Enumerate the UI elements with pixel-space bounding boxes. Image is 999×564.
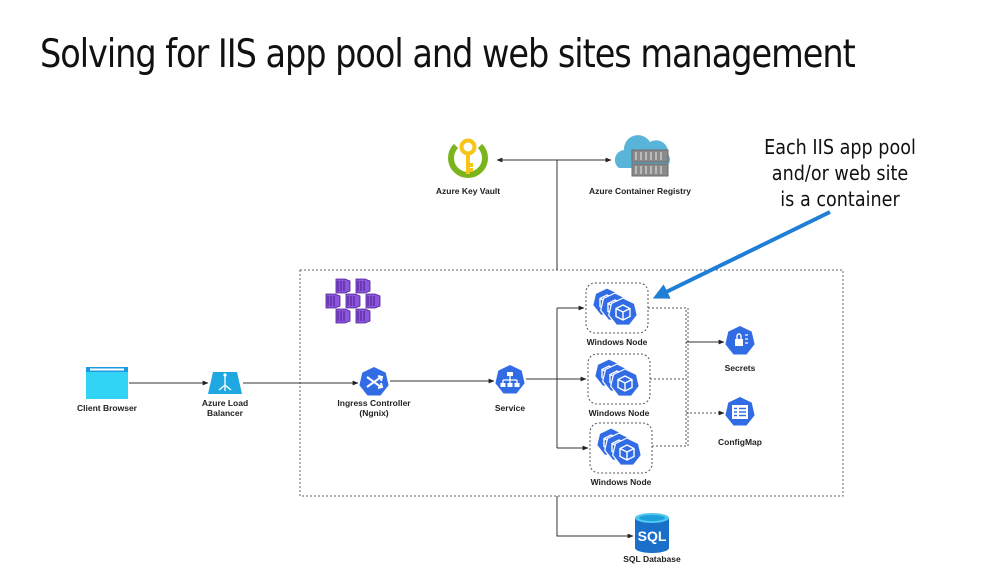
key-vault-label: Azure Key Vault bbox=[435, 186, 501, 196]
callout-line-3: is a container bbox=[780, 187, 900, 211]
ingress-label-line-2: (Ngnix) bbox=[359, 408, 389, 418]
service-label: Service bbox=[494, 403, 526, 413]
sql-database-icon: SQL bbox=[635, 513, 669, 553]
secrets-label: Secrets bbox=[724, 363, 756, 373]
configmap-icon bbox=[725, 397, 755, 426]
callout-line-1: Each IIS app pool bbox=[764, 135, 916, 159]
configmap-label: ConfigMap bbox=[718, 437, 762, 447]
load-balancer-label-line-2: Balancer bbox=[207, 408, 243, 418]
load-balancer-icon bbox=[208, 372, 242, 394]
container-pods-icon bbox=[595, 359, 640, 396]
windows-node-2 bbox=[587, 353, 651, 405]
ingress-controller-label: Ingress Controller (Ngnix) bbox=[337, 398, 410, 418]
ingress-controller-icon bbox=[359, 367, 389, 396]
key-vault-icon bbox=[448, 138, 488, 179]
callout-arrow bbox=[652, 210, 831, 299]
secrets-icon bbox=[725, 326, 755, 355]
service-icon bbox=[495, 365, 525, 394]
client-browser-icon bbox=[86, 367, 128, 399]
windows-node-3 bbox=[589, 422, 653, 474]
ingress-label-line-1: Ingress Controller bbox=[337, 398, 411, 408]
sql-glyph: SQL bbox=[638, 528, 667, 544]
connector-nodes-to-config bbox=[648, 307, 687, 447]
slide-title: Solving for IIS app pool and web sites m… bbox=[40, 32, 856, 77]
load-balancer-label: Azure Load Balancer bbox=[202, 398, 248, 418]
load-balancer-label-line-1: Azure Load bbox=[201, 398, 249, 408]
sql-database-label: SQL Database bbox=[623, 554, 681, 564]
windows-node-3-label: Windows Node bbox=[590, 477, 652, 487]
connector-to-sql bbox=[556, 496, 634, 539]
aks-logo-icon bbox=[325, 278, 381, 324]
container-registry-icon bbox=[614, 135, 670, 177]
callout-line-2: and/or web site bbox=[771, 161, 909, 185]
callout-text: Each IIS app pool and/or web site is a c… bbox=[752, 134, 928, 212]
container-registry-label: Azure Container Registry bbox=[588, 186, 692, 196]
client-browser-label: Client Browser bbox=[77, 403, 137, 413]
container-pods-icon bbox=[597, 428, 642, 465]
windows-node-2-label: Windows Node bbox=[588, 408, 650, 418]
windows-node-1 bbox=[585, 282, 649, 334]
container-pods-icon bbox=[593, 288, 638, 325]
windows-node-1-label: Windows Node bbox=[586, 337, 648, 347]
